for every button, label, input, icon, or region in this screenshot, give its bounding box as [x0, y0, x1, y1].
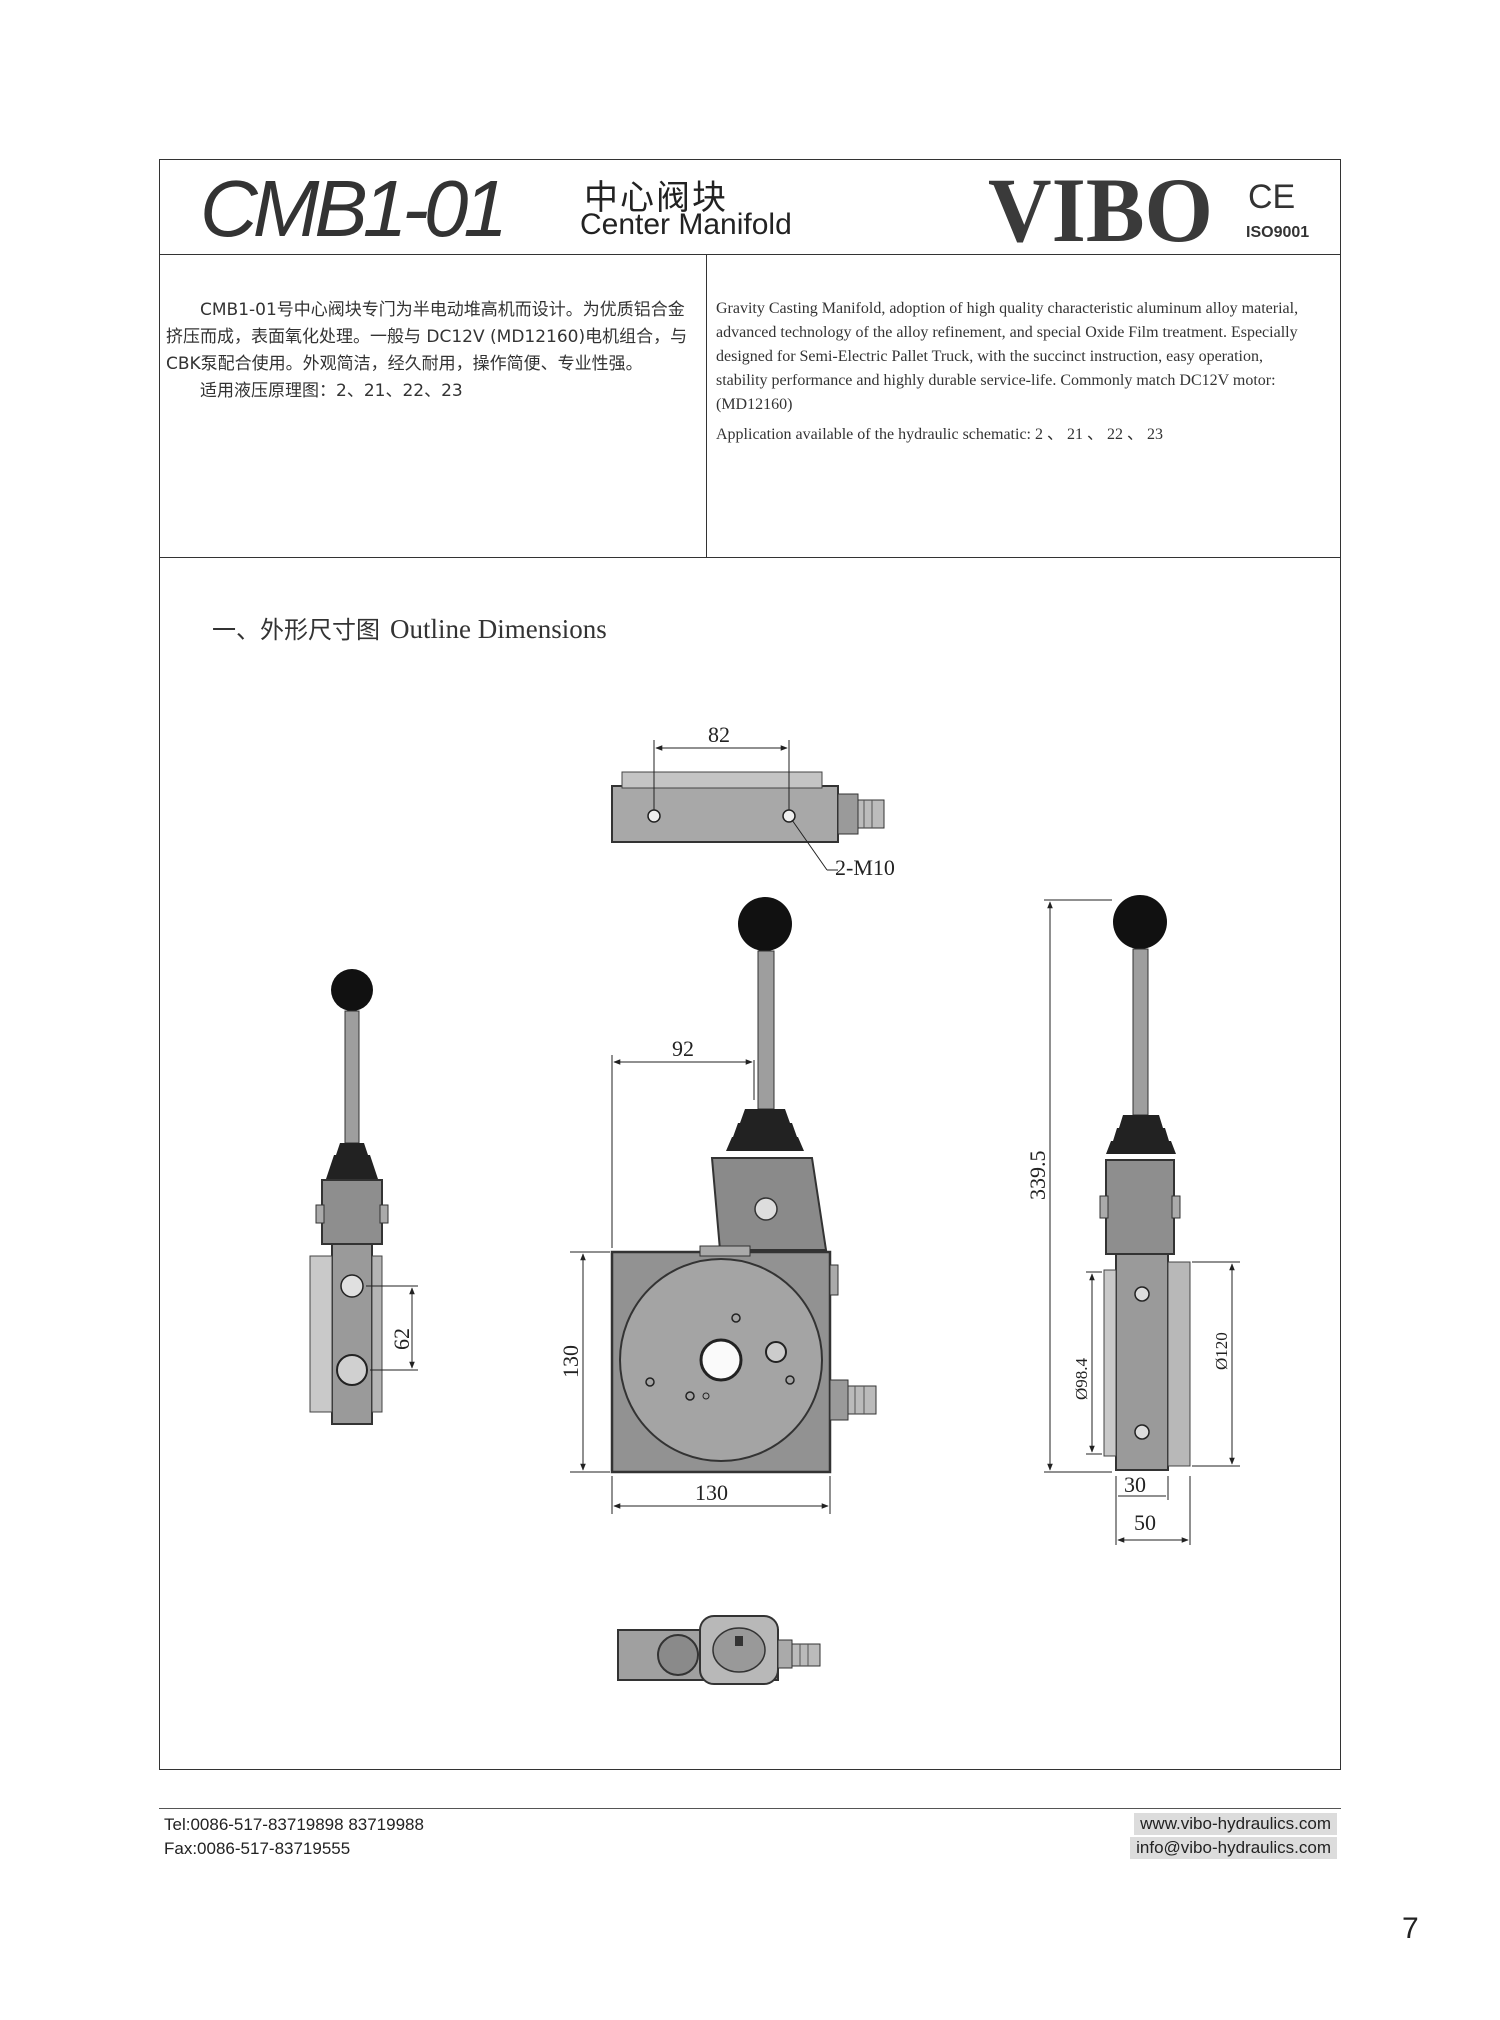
dim-body-width: 130 — [695, 1480, 728, 1505]
dim-thread: 2-M10 — [835, 855, 895, 880]
dim-body-height: 130 — [558, 1345, 583, 1378]
model-number: CMB1-01 — [200, 164, 508, 253]
application-cn: 适用液压原理图：2、21、22、23 — [200, 381, 463, 401]
dim-handle-offset: 92 — [672, 1036, 694, 1061]
dim-side-spacing: 62 — [389, 1328, 414, 1350]
page-frame: CMB1-01 中心阀块 Center Manifold VIBO CE ISO… — [159, 159, 1341, 1770]
brand-wordmark: VIBO — [988, 173, 1213, 248]
brand-logo: VIBO — [988, 173, 1213, 248]
ce-mark: CE — [1248, 178, 1296, 216]
iso-badge: ISO9001 — [1246, 224, 1310, 241]
column-divider — [706, 255, 707, 557]
dim-thickness-inner: 30 — [1124, 1472, 1146, 1497]
description-block: CMB1-01号中心阀块专门为半电动堆高机而设计。为优质铝合金挤压而成，表面氧化… — [160, 255, 1340, 558]
title-chinese: 中心阀块 — [584, 178, 728, 218]
description-en-text: Gravity Casting Manifold, adoption of hi… — [716, 300, 1299, 413]
section-title-en: Outline Dimensions — [390, 614, 607, 644]
dim-top-width: 82 — [708, 722, 730, 747]
dim-overall-height: 339.5 — [1025, 1151, 1050, 1201]
right-side-view — [1044, 895, 1240, 1545]
dim-thickness-outer: 50 — [1134, 1510, 1156, 1535]
description-en: Gravity Casting Manifold, adoption of hi… — [716, 297, 1316, 447]
bottom-view — [617, 1615, 821, 1685]
description-cn-text: CMB1-01号中心阀块专门为半电动堆高机而设计。为优质铝合金挤压而成，表面氧化… — [166, 300, 688, 374]
page-number: 7 — [1402, 1912, 1419, 1945]
dim-dia-large: Ø120 — [1212, 1332, 1231, 1370]
left-side-view — [309, 969, 418, 1425]
section-title-cn: 一、外形尺寸图 — [212, 616, 380, 644]
application-en: Application available of the hydraulic s… — [716, 426, 1163, 443]
front-view — [570, 897, 877, 1514]
footer-website[interactable]: www.vibo-hydraulics.com — [1134, 1813, 1337, 1835]
header-bar: CMB1-01 中心阀块 Center Manifold VIBO CE ISO… — [160, 160, 1340, 255]
footer-fax: Fax:0086-517-83719555 — [164, 1839, 351, 1858]
footer-divider — [159, 1808, 1341, 1809]
footer-email[interactable]: info@vibo-hydraulics.com — [1130, 1837, 1337, 1859]
footer-tel: Tel:0086-517-83719898 83719988 — [164, 1815, 424, 1834]
dim-dia-small: Ø98.4 — [1072, 1357, 1091, 1400]
section-title: 一、外形尺寸图 Outline Dimensions — [212, 610, 607, 645]
top-view — [611, 740, 885, 871]
title-english: Center Manifold — [580, 208, 792, 241]
description-cn: CMB1-01号中心阀块专门为半电动堆高机而设计。为优质铝合金挤压而成，表面氧化… — [166, 297, 696, 405]
